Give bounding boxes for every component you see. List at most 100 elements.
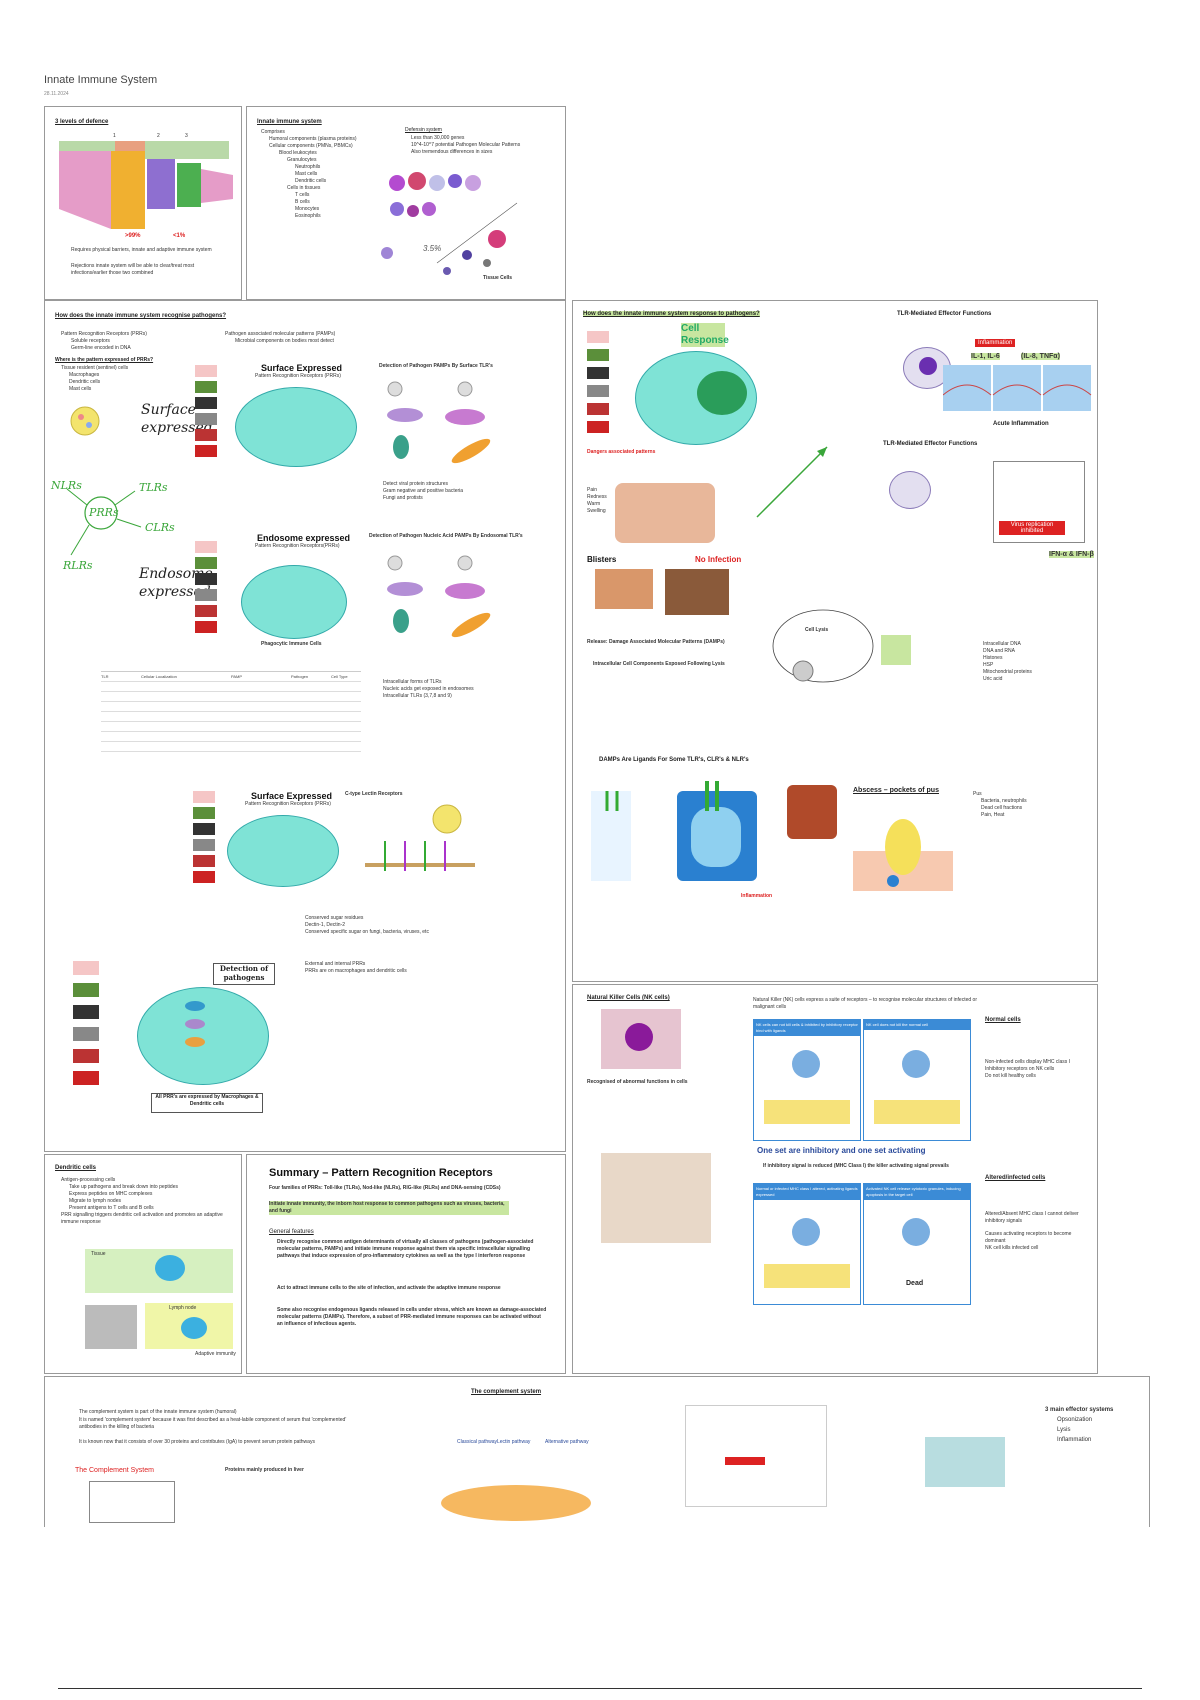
- where-heading: Where is the pattern expressed of PRRs?: [55, 357, 154, 363]
- tlr-effector-heading: TLR-Mediated Effector Functions: [897, 311, 992, 317]
- tlrs-label: TLRs: [139, 481, 168, 494]
- release-text: Release: Damage Associated Molecular Pat…: [587, 639, 725, 645]
- pathway-2: Alternative pathway: [545, 1439, 589, 1445]
- abscess-diagram: [853, 819, 953, 891]
- virus-flow: [993, 461, 1085, 543]
- where-1: Macrophages: [69, 372, 100, 378]
- panel-nk-cells: Natural Killer Cells (NK cells) Natural …: [572, 984, 1098, 1374]
- nk-box-a: NK cells can not kill cells & inhibited …: [753, 1019, 861, 1141]
- dc-bullet-0: Antigen-processing cells: [61, 1177, 116, 1183]
- endosome-prr-cell: [241, 565, 347, 639]
- prr-right-0: Pathogen associated molecular patterns (…: [225, 331, 336, 337]
- panel-heading: How does the innate immune system respon…: [583, 311, 760, 317]
- target-cell-c: [764, 1264, 850, 1288]
- damp-2: Histones: [983, 655, 1003, 661]
- effector-2: Inflammation: [1057, 1437, 1092, 1443]
- svg-text:3.5%: 3.5%: [423, 244, 441, 253]
- abscess-item-3: Pain, Heat: [981, 812, 1005, 818]
- effector-0: Opsonization: [1057, 1417, 1093, 1423]
- complement-bullet-1: It is named 'complement system' because …: [79, 1417, 347, 1430]
- dc-bullet-5: PRR signalling triggers dendritic cell a…: [61, 1212, 223, 1225]
- cell-response-label: Cell Response: [681, 323, 729, 347]
- target-cell-b: [874, 1100, 960, 1124]
- footer-divider: [58, 1688, 1142, 1689]
- abscess-item-1: Bacteria, neutrophils: [981, 798, 1027, 804]
- component-12: Eosinophils: [295, 213, 321, 219]
- abscess-heading: Abscess – pockets of pus: [853, 787, 939, 794]
- no-infection-label: No Infection: [695, 555, 742, 564]
- endosome-pathogen-thumbnails: [195, 541, 217, 651]
- summary-point-0: Directly recognise common antigen determ…: [277, 1239, 534, 1259]
- th-localization: Cellular Localization: [141, 674, 177, 679]
- th-tlr: TLR: [101, 674, 109, 679]
- virus-inhibited-banner: Virus replication inhibited: [999, 521, 1065, 535]
- panel-levels-of-defence: 3 levels of defence 1 2 3 >99% <1% Requi…: [44, 106, 242, 300]
- clr-surface-title: Surface Expressed: [251, 791, 333, 801]
- membrane: [441, 1485, 591, 1521]
- macrophage-nucleus: [919, 357, 937, 375]
- clr-pathogen-thumbnails: [193, 791, 215, 901]
- component-0: Comprises: [261, 129, 285, 135]
- damp-1: DNA and RNA: [983, 648, 1015, 654]
- sign-1: Redness: [587, 494, 607, 500]
- prr-left-2: Germ-line encoded in DNA: [71, 345, 131, 351]
- complement-label: The Complement System: [75, 1467, 154, 1474]
- nk-cell-nucleus: [625, 1023, 653, 1051]
- nk-cell-c: [792, 1218, 820, 1246]
- surface-bullet-2: Fungi and protists: [383, 495, 423, 501]
- panel-heading: Innate immune system: [257, 119, 322, 125]
- dc-cell-1: [155, 1255, 185, 1281]
- phagocytic-label: Phagocytic Immune Cells: [261, 641, 322, 647]
- nk-box-c-text: Normal or infected MHC class I altered, …: [754, 1184, 860, 1200]
- surface-expressed-subtitle: Pattern Recognition Receptors (PRRs): [255, 373, 341, 379]
- nk-box-a-text: NK cells can not kill cells & inhibited …: [754, 1020, 860, 1036]
- component-8: Cells in tissues: [287, 185, 321, 191]
- abscess-photo: [787, 785, 837, 839]
- abscess-item-0: Pus: [973, 791, 982, 797]
- summary-point-1: Act to attract immune cells to the site …: [277, 1285, 501, 1291]
- surface-expressed-handwriting: Surface expressed: [141, 402, 213, 436]
- panel-dendritic-cells: Dendritic cells Antigen-processing cells…: [44, 1154, 242, 1374]
- rlrs-label: RLRs: [63, 559, 93, 572]
- target-cell-a: [764, 1100, 850, 1124]
- nk-bullet-2: Do not kill healthy cells: [985, 1073, 1036, 1079]
- abscess-item-2: Dead cell fractions: [981, 805, 1023, 811]
- th-pathogen: Pathogen: [291, 674, 309, 679]
- dc-adaptive-label: Adaptive immunity: [195, 1351, 236, 1357]
- dc-cell-2: [181, 1317, 207, 1339]
- dead-label: Dead: [906, 1280, 924, 1287]
- dc-bullet-3: Migrate to lymph nodes: [69, 1198, 121, 1204]
- damp-0: Intracellular DNA: [983, 641, 1021, 647]
- tissue-cells-label: Tissue Cells: [483, 275, 513, 281]
- detection-pathogen-thumbnails: [73, 961, 99, 1111]
- dc-bullet-2: Express peptides on MHC complexes: [69, 1191, 153, 1197]
- lysis-diagram: [925, 1437, 1005, 1487]
- defence-diagram: 1 2 3 >99% <1%: [59, 133, 233, 239]
- panel-heading: Natural Killer Cells (NK cells): [587, 995, 670, 1001]
- sign-0: Pain: [587, 487, 598, 493]
- panel-summary-prr: Summary – Pattern Recognition Receptors …: [246, 1154, 566, 1374]
- svg-text:2: 2: [157, 133, 160, 139]
- endo-bullet-0: Intracellular forms of TLRs: [383, 679, 442, 685]
- cell-lysis-label: Cell Lysis: [805, 627, 829, 633]
- cell-lysis-cycle: [772, 609, 874, 683]
- damps-heading: DAMPs Are Ligands For Some TLR's, CLR's …: [599, 757, 749, 763]
- panel-immune-response: How does the innate immune system respon…: [572, 300, 1098, 982]
- dc-tissue-label: Tissue: [91, 1251, 106, 1257]
- detection-pathogens-title-box: Detection of pathogens: [213, 963, 275, 985]
- component-10: B cells: [295, 199, 310, 205]
- complement-bullet-0: The complement system is part of the inn…: [79, 1409, 237, 1415]
- endosome-pathogens-illustration: [387, 555, 491, 638]
- surface-bullet-0: Detect viral protein structures: [383, 481, 449, 487]
- external-item-1: PRRs are on macrophages and dendritic ce…: [305, 968, 407, 974]
- receptor-blue: [185, 1001, 205, 1011]
- altered-bullet-0: Altered/Absent MHC class I cannot delive…: [985, 1211, 1079, 1224]
- where-0: Tissue resident (sentinel) cells: [61, 365, 129, 371]
- pathogen-thumbnails: [195, 365, 217, 475]
- damps-receptor-diagram: [591, 781, 757, 881]
- prr-left-1: Soluble receptors: [71, 338, 110, 344]
- panel-innate-immune-system: Innate immune system Comprises Humoral c…: [246, 106, 566, 300]
- dc-photo: [85, 1305, 137, 1349]
- ifn-label: IFN-α & IFN-β: [1049, 551, 1094, 558]
- panel-recognise-pathogens: How does the innate immune system recogn…: [44, 300, 566, 1152]
